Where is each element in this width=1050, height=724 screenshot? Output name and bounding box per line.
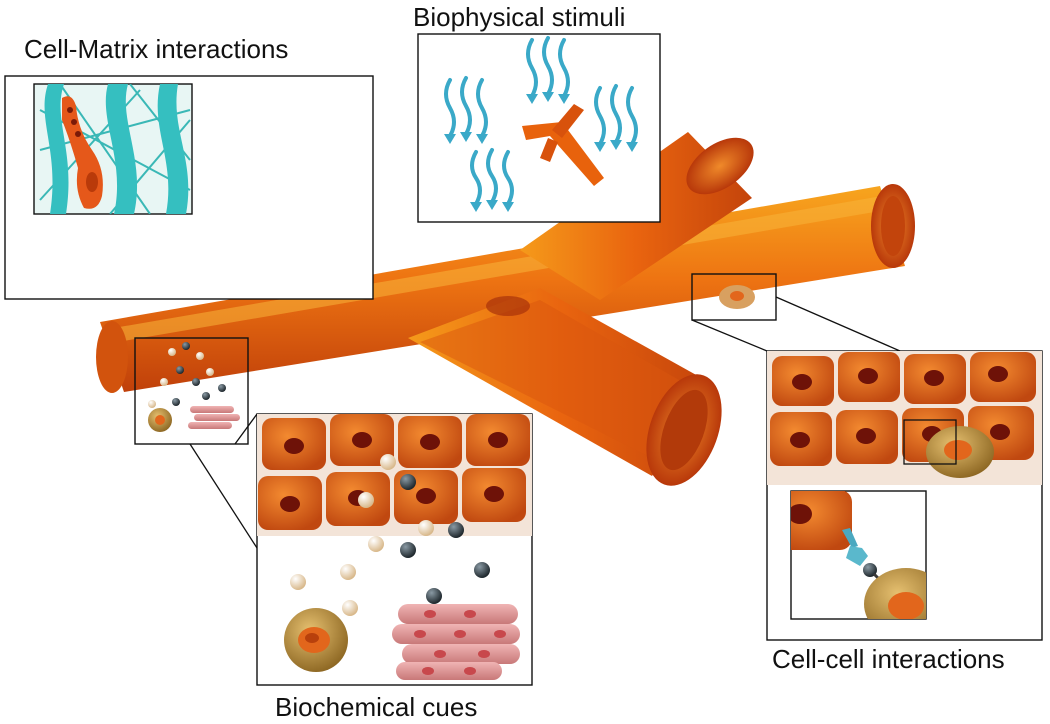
back-branch-opening [686, 137, 754, 195]
biochem-zoom-source-box [134, 337, 249, 445]
cellcell-inner-source-box [903, 419, 957, 465]
flow-arrowheads [444, 92, 638, 212]
cell-cell-label: Cell-cell interactions [772, 644, 1005, 674]
fibroblast-cells [392, 604, 520, 680]
main-vessel-left-end [96, 321, 128, 393]
biophysical-stimuli-panel [417, 33, 661, 223]
collagen-fiber-mid [105, 84, 138, 214]
adhering-immune-cell [926, 426, 994, 478]
soluble-factor-particles [290, 454, 490, 616]
biophysical-stimuli-label: Biophysical stimuli [413, 2, 626, 32]
flow-arrows [444, 36, 638, 206]
surface-cell [719, 285, 755, 309]
collagen-fiber-left [44, 84, 69, 214]
biochemical-source-particles [148, 342, 240, 432]
cell-matrix-panel [4, 75, 374, 300]
immune-cell [284, 608, 348, 672]
blood-vessel-network [96, 132, 915, 486]
endothelial-cell-layer [257, 414, 532, 536]
front-branch-shadow [420, 300, 700, 456]
cell-cell-panel [766, 350, 1043, 641]
biochemical-cues-label: Biochemical cues [275, 692, 478, 722]
biochemical-cues-panel [256, 413, 533, 686]
collagen-fiber-right [157, 84, 189, 214]
branching-vessel-icon [522, 104, 604, 186]
cell-matrix-label: Cell-Matrix interactions [24, 34, 289, 64]
